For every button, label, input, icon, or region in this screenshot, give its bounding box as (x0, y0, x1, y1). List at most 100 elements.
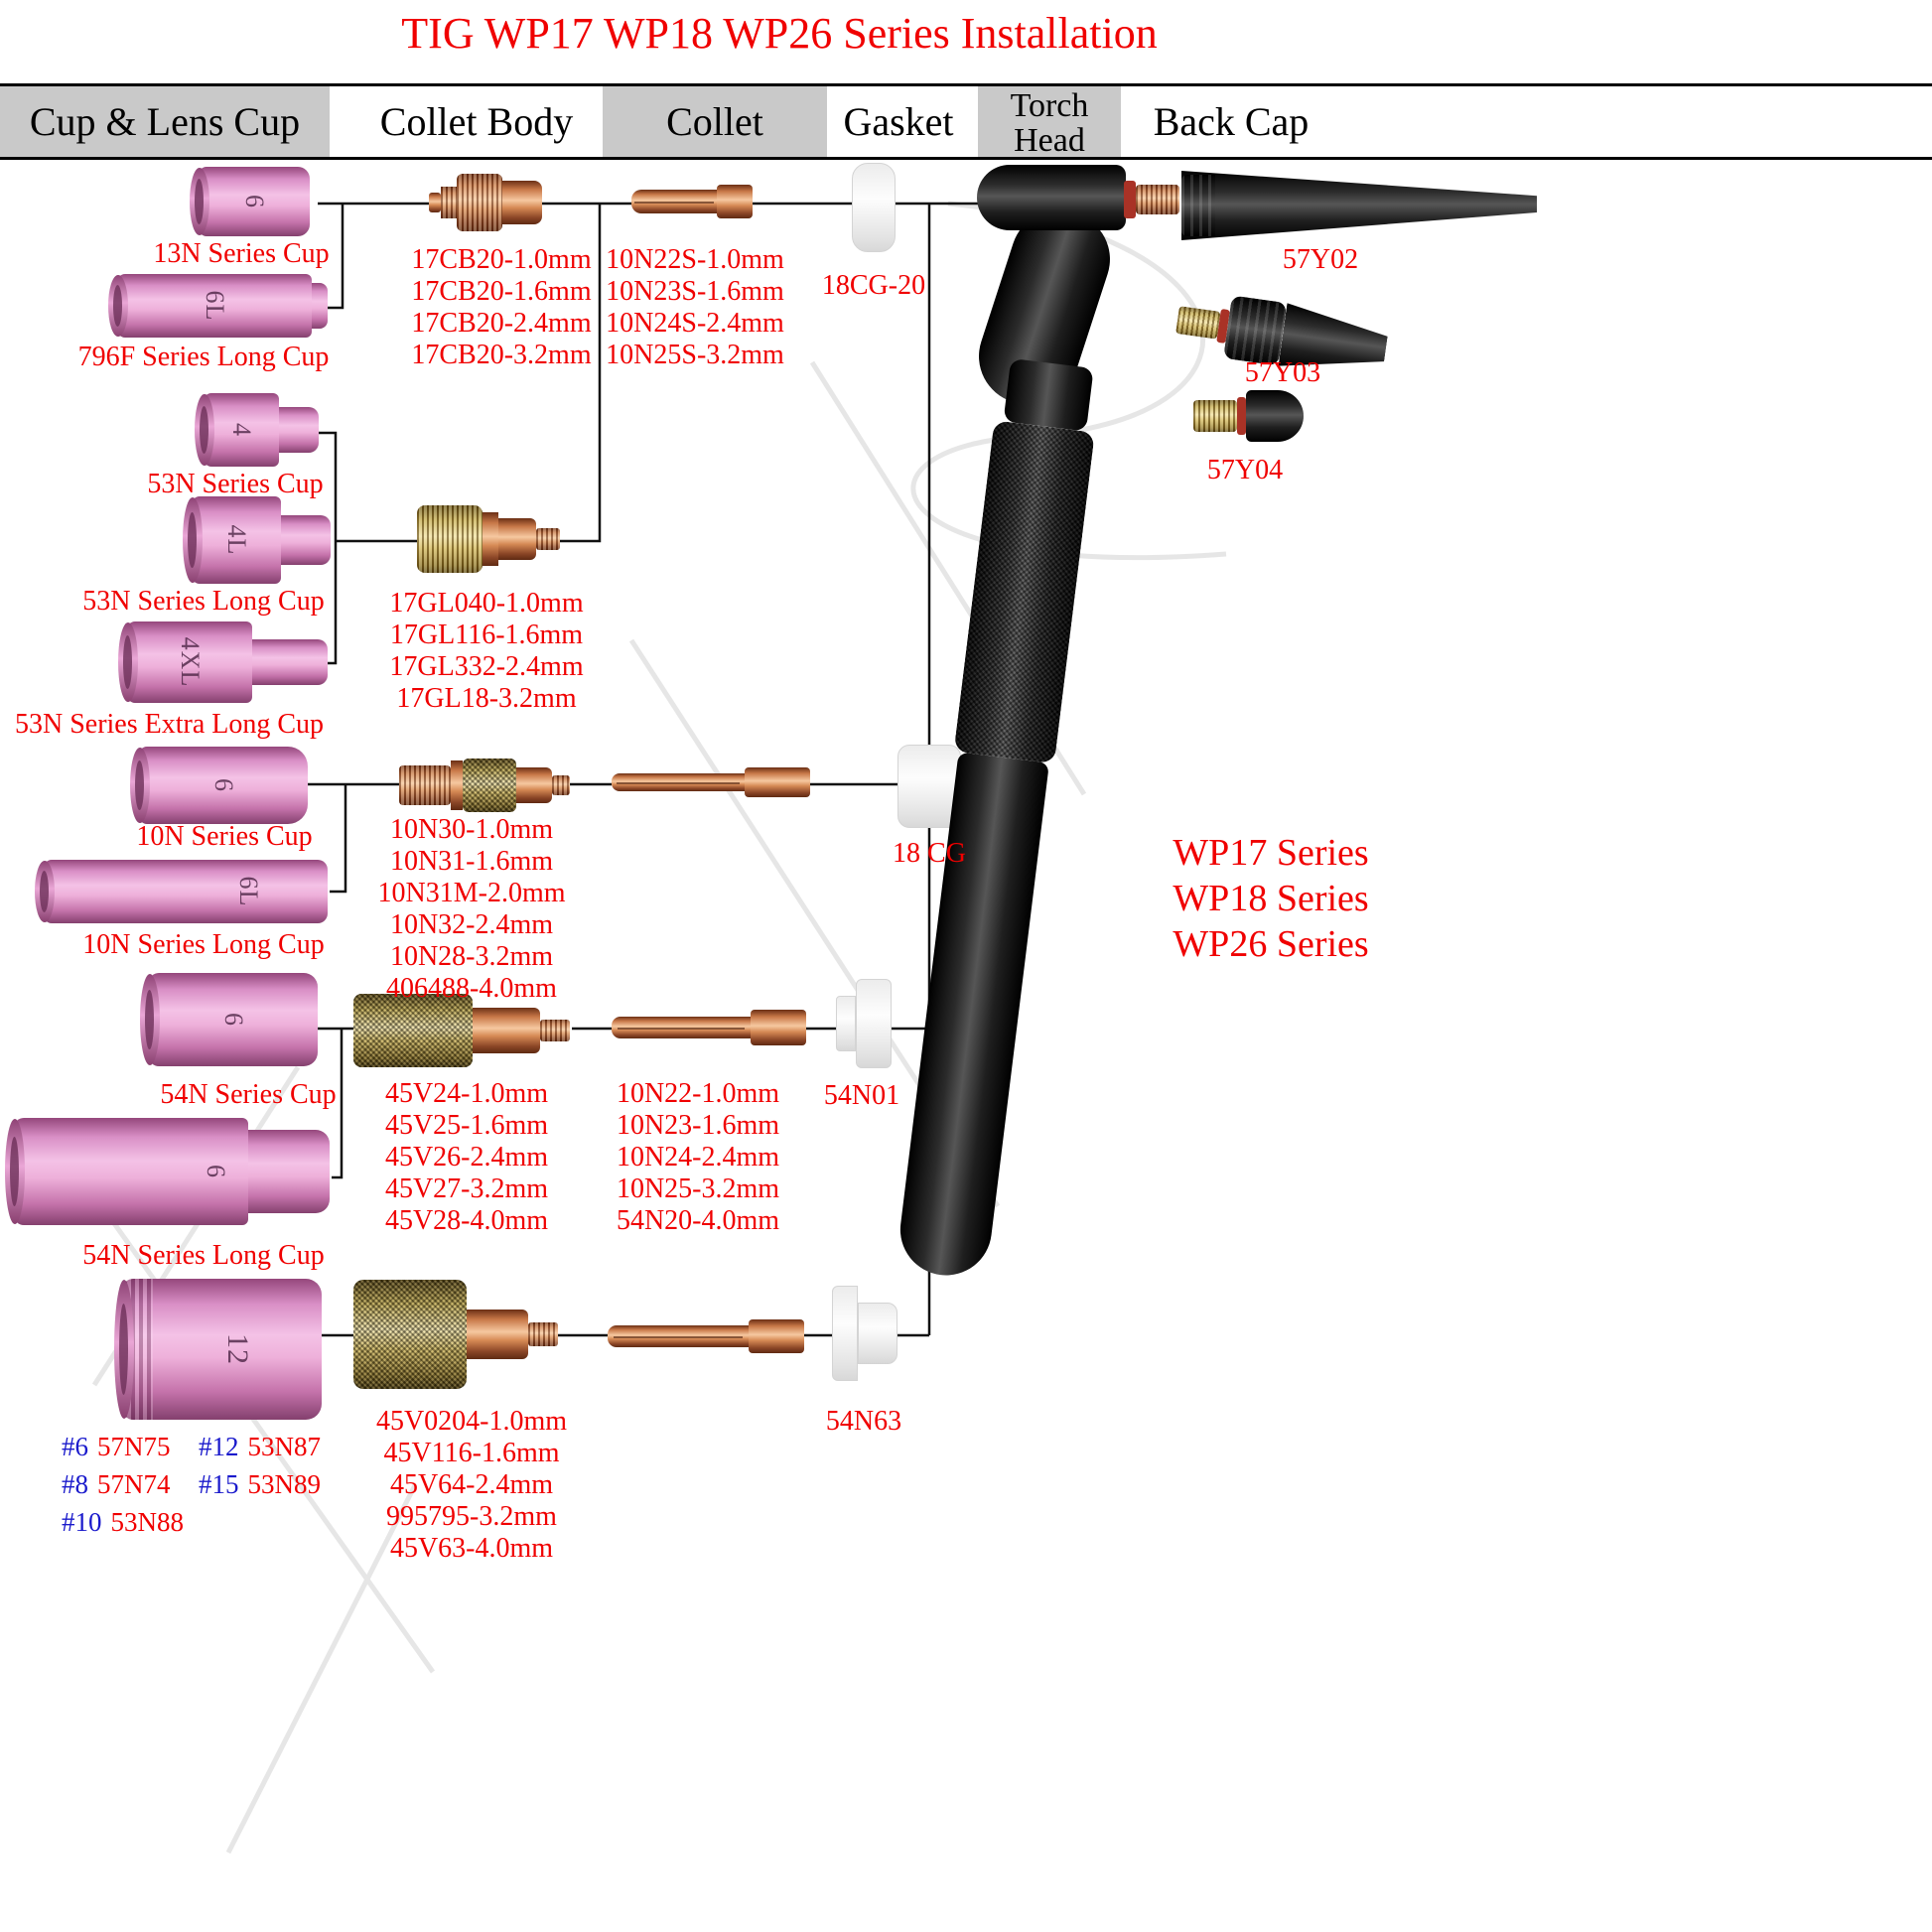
back-cap-57y04 (1193, 389, 1304, 443)
back-cap-label-57y04: 57Y04 (1206, 455, 1284, 485)
cup-796f: 6L (108, 274, 328, 338)
collet-body-45v0204 (353, 1279, 558, 1390)
back-cap-dome (1246, 390, 1304, 442)
collet-body-labels-45v0204: 45V0204-1.0mm 45V116-1.6mm 45V64-2.4mm 9… (367, 1406, 576, 1565)
cb-thread (399, 765, 451, 805)
cup-10n: 6 (130, 747, 308, 824)
part-number: 10N31-1.6mm (389, 846, 554, 877)
cup-code-number: #8 (62, 1469, 88, 1499)
cb-knurled-gas-lens (353, 1280, 467, 1389)
back-cap-57y02 (1181, 171, 1537, 240)
back-cap-cone (1181, 171, 1537, 240)
part-number: 45V26-2.4mm (384, 1142, 549, 1173)
gasket-body (852, 163, 896, 252)
part-number: 54N20-4.0mm (616, 1205, 780, 1236)
column-header-collet-body: Collet Body (379, 99, 574, 144)
collet-labels-short: 10N22S-1.0mm 10N23S-1.6mm 10N24S-2.4mm 1… (601, 244, 789, 371)
torch-thread-stud (1136, 185, 1179, 214)
cup-12-large: 12 (114, 1279, 322, 1420)
back-cap-ribs (1181, 175, 1215, 236)
part-number: 995795-3.2mm (386, 1501, 557, 1532)
cup-size-marking: 4 (227, 423, 256, 437)
collet-sleeve (745, 767, 810, 797)
cup-code-number: #6 (62, 1432, 88, 1461)
cb-barrel (473, 1008, 540, 1053)
collet-labels-gas-lens: 10N22-1.0mm 10N23-1.6mm 10N24-2.4mm 10N2… (604, 1078, 792, 1237)
part-number: 45V27-3.2mm (384, 1173, 549, 1204)
part-number: 45V24-1.0mm (384, 1078, 549, 1109)
part-number: 45V28-4.0mm (384, 1205, 549, 1236)
part-number: 10N24-2.4mm (616, 1142, 780, 1173)
gasket-flange (832, 1286, 858, 1381)
cup-code-number: #10 (62, 1507, 102, 1537)
header-top-rule (0, 83, 1932, 86)
collet-rod (612, 773, 745, 791)
cup-rim (108, 274, 128, 338)
collet-body-labels-17gl: 17GL040-1.0mm 17GL116-1.6mm 17GL332-2.4m… (387, 588, 586, 715)
gasket-flange (856, 979, 892, 1068)
cb-barrel (467, 1310, 528, 1359)
cup-label-10n-long: 10N Series Long Cup (82, 929, 325, 960)
cup-nozzle (279, 407, 319, 453)
cup-code-number: #15 (199, 1469, 239, 1499)
cup-rim (114, 1280, 134, 1419)
part-number: 17GL332-2.4mm (389, 651, 584, 682)
cup-54n-long: 6 (5, 1118, 330, 1225)
part-number: 10N23S-1.6mm (606, 276, 784, 307)
header-shade-collet (603, 86, 827, 157)
part-number: 45V0204-1.0mm (375, 1406, 568, 1437)
gasket-18cg-20 (852, 163, 896, 252)
cup-nozzle (248, 1130, 330, 1213)
cup-label-54n-long: 54N Series Long Cup (82, 1240, 325, 1271)
cb-stud (536, 528, 560, 550)
cup-size-marking: 6 (240, 195, 269, 208)
cb-stud (528, 1322, 558, 1346)
cup-size-marking: 6L (201, 290, 229, 322)
cup-rim (35, 860, 55, 923)
part-number: 17GL116-1.6mm (389, 620, 584, 650)
part-number: 17CB20-3.2mm (411, 340, 592, 370)
cup-54n: 6 (140, 973, 318, 1066)
torch-series-line: WP17 Series (1173, 832, 1369, 874)
back-cap-ribbed-nut (1223, 295, 1288, 366)
collet-rod (612, 1017, 751, 1038)
cup-label-54n: 54N Series Cup (160, 1079, 337, 1110)
back-cap-label-57y03: 57Y03 (1244, 357, 1321, 388)
cup-body: 12 (153, 1279, 322, 1420)
cb-stud (540, 1020, 570, 1041)
cup-size-marking: 6L (233, 876, 263, 907)
part-number: 17GL040-1.0mm (389, 588, 584, 619)
part-number: 10N24S-2.4mm (606, 308, 784, 339)
header-shade-cup (0, 86, 330, 157)
torch-series-text: WP17 Series WP18 Series WP26 Series (1122, 830, 1420, 967)
cb-threaded-barrel (457, 174, 502, 231)
cup-body: 4XL (127, 621, 252, 703)
collet-body-labels-45v24: 45V24-1.0mm 45V25-1.6mm 45V26-2.4mm 45V2… (367, 1078, 566, 1237)
gasket-stem (858, 1303, 897, 1364)
cb-collar (451, 760, 463, 810)
cup-rim (5, 1119, 25, 1224)
cb-tip (429, 193, 441, 212)
gasket-label-54n01: 54N01 (823, 1080, 900, 1111)
part-number: 45V64-2.4mm (389, 1469, 554, 1500)
cup-body: 6L (117, 274, 312, 338)
cup-body: 6 (139, 747, 308, 824)
torch-head-body (977, 165, 1126, 230)
cup-body: 4L (192, 496, 281, 584)
collet-gas-lens (612, 1009, 806, 1046)
collet-sleeve (717, 185, 753, 218)
collet-body-labels-10n30: 10N30-1.0mm 10N31-1.6mm 10N31M-2.0mm 10N… (372, 814, 571, 1005)
page-title: TIG WP17 WP18 WP26 Series Installation (401, 9, 1158, 58)
gasket-54n63 (832, 1285, 897, 1382)
torch-oring (1124, 181, 1136, 218)
torch-handle-taper (1003, 357, 1094, 432)
back-cap-thread-stud (1193, 400, 1237, 432)
cb-knurled-gas-lens (463, 759, 516, 812)
part-number: 17CB20-1.0mm (411, 244, 592, 275)
torch-series-line: WP18 Series (1173, 878, 1369, 919)
part-number: 10N25S-3.2mm (606, 340, 784, 370)
part-number: 10N22-1.0mm (616, 1078, 780, 1109)
part-number: 406488-4.0mm (386, 973, 557, 1004)
